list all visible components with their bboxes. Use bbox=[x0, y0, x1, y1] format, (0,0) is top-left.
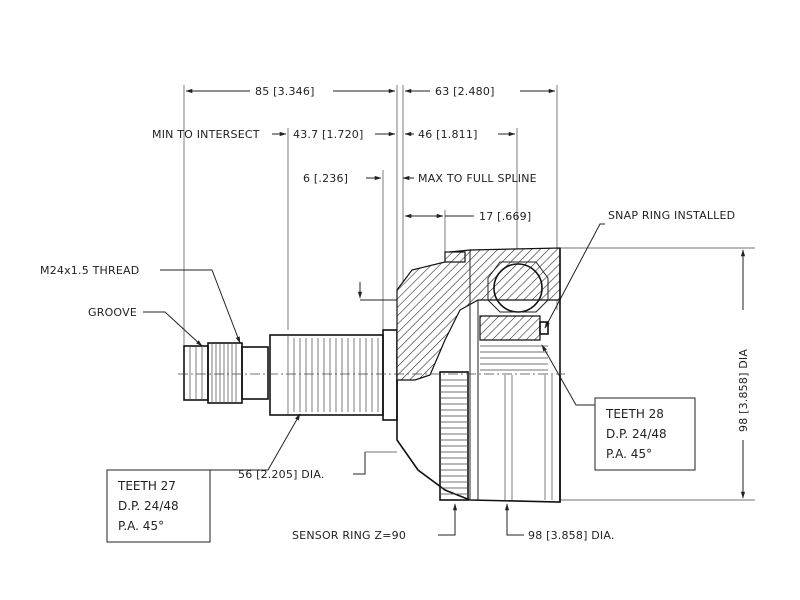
dim-98-side: 98 [3.858] DIA bbox=[737, 349, 750, 432]
dimension-lines bbox=[185, 88, 746, 499]
dim-min-to-intersect-label: MIN TO INTERSECT bbox=[152, 128, 260, 141]
dim-43-7: 43.7 [1.720] bbox=[293, 128, 363, 141]
dim-63: 63 [2.480] bbox=[435, 85, 495, 98]
extension-lines bbox=[183, 85, 755, 501]
spec-right-teeth: TEETH 28 bbox=[605, 407, 664, 421]
label-groove: GROOVE bbox=[88, 306, 137, 319]
leader-lines bbox=[143, 223, 605, 536]
label-thread: M24x1.5 THREAD bbox=[40, 264, 139, 277]
dim-85: 85 [3.346] bbox=[255, 85, 315, 98]
dim-46: 46 [1.811] bbox=[418, 128, 478, 141]
spec-left-teeth: TEETH 27 bbox=[117, 479, 176, 493]
spec-left-pa: P.A. 45° bbox=[118, 519, 164, 533]
dim-56-dia: 56 [2.205] DIA. bbox=[238, 468, 325, 481]
dim-max-to-full-spline: MAX TO FULL SPLINE bbox=[418, 172, 537, 185]
shaft-geometry bbox=[183, 329, 398, 421]
spec-left-dp: D.P. 24/48 bbox=[118, 499, 179, 513]
spec-right-dp: D.P. 24/48 bbox=[606, 427, 667, 441]
spec-right-pa: P.A. 45° bbox=[606, 447, 652, 461]
sensor-ring-teeth bbox=[440, 379, 468, 495]
label-sensor-ring: SENSOR RING Z=90 bbox=[292, 529, 406, 542]
dimension-labels: 85 [3.346] 63 [2.480] MIN TO INTERSECT 4… bbox=[40, 85, 750, 542]
spec-box-left: TEETH 27 D.P. 24/48 P.A. 45° bbox=[106, 469, 211, 543]
spec-box-right: TEETH 28 D.P. 24/48 P.A. 45° bbox=[594, 397, 696, 471]
label-snap-ring: SNAP RING INSTALLED bbox=[608, 209, 735, 222]
dim-6: 6 [.236] bbox=[303, 172, 348, 185]
dim-98-bottom: 98 [3.858] DIA. bbox=[528, 529, 615, 542]
housing-geometry bbox=[396, 247, 561, 503]
dim-17: 17 [.669] bbox=[479, 210, 531, 223]
